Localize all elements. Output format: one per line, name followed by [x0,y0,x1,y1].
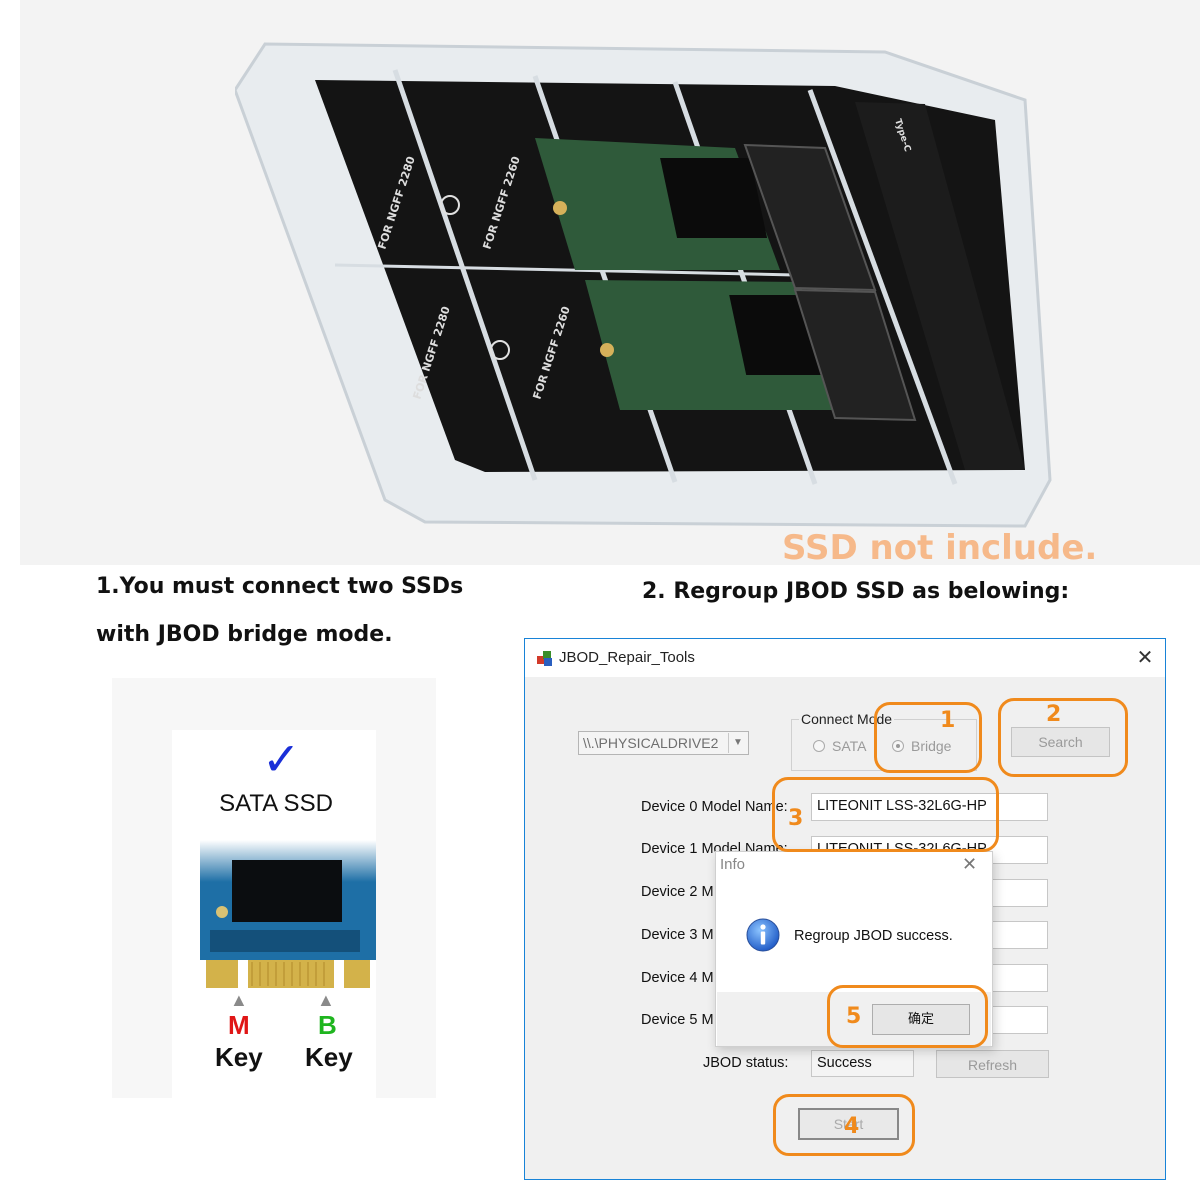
callout-3-number: 3 [788,806,804,831]
device-2-label: Device 2 M [641,884,714,900]
m2-ssd-board-image [200,840,376,988]
callout-1-number: 1 [940,708,956,733]
step2-caption: 2. Regroup JBOD SSD as belowing: [642,579,1070,604]
ok-button[interactable]: 确定 [872,1004,970,1035]
m-key-letter: M [228,1010,250,1040]
step1-caption-line2: with JBOD bridge mode. [96,622,393,647]
sata-ssd-title: SATA SSD [219,790,333,817]
radio-sata-label[interactable]: SATA [832,738,867,754]
b-key-letter: B [318,1010,337,1040]
drive-select[interactable]: \\.\PHYSICALDRIVE2 [578,731,749,755]
device-3-label: Device 3 M [641,927,714,943]
chevron-down-icon[interactable]: ▼ [728,733,747,753]
radio-sata[interactable] [813,740,825,752]
callout-1-frame [874,702,982,773]
search-button[interactable]: Search [1011,727,1110,757]
radio-bridge[interactable] [892,740,904,752]
device-0-label: Device 0 Model Name: [641,799,788,815]
info-icon [746,918,780,952]
m-key-arrow-icon: ▲ [230,990,248,1010]
product-photo: FOR NGFF 2280 FOR NGFF 2260 FOR NGFF 228… [20,0,1200,565]
radio-bridge-label[interactable]: Bridge [911,738,952,754]
jbod-status-field: Success [811,1050,914,1077]
start-button[interactable]: Start [798,1108,899,1140]
callout-4-number: 4 [844,1114,860,1139]
m-key-word: Key [215,1042,263,1072]
ssd-not-included-note: SSD not include. [782,528,1098,568]
checkmark-icon: ✓ [262,732,301,786]
app-icon [537,651,552,666]
callout-2-number: 2 [1046,702,1062,727]
device-5-label: Device 5 M [641,1012,714,1028]
radio-selected-dot [896,744,900,748]
callout-4-frame [773,1094,915,1156]
callout-3-frame [772,777,999,852]
info-dialog-title: Info [720,856,746,873]
jbod-status-label: JBOD status: [703,1055,789,1071]
window-close-icon[interactable]: ✕ [1136,647,1154,669]
ssd-enclosure-image: FOR NGFF 2280 FOR NGFF 2260 FOR NGFF 228… [235,42,1052,528]
b-key-word: Key [305,1042,353,1072]
b-key-arrow-icon: ▲ [317,990,335,1010]
connect-mode-label: Connect Mode [799,711,895,727]
info-dialog: Info ✕ Regroup JBOD success. 确定 [715,851,993,1047]
callout-5-frame [827,985,988,1048]
device-0-field[interactable]: LITEONIT LSS-32L6G-HP [811,793,1048,821]
callout-5-number: 5 [846,1004,862,1029]
device-4-label: Device 4 M [641,970,714,986]
info-close-icon[interactable]: ✕ [962,854,978,874]
window-title: JBOD_Repair_Tools [559,649,695,666]
callout-2-frame [998,698,1128,777]
info-message: Regroup JBOD success. [794,928,953,944]
step1-caption-line1: 1.You must connect two SSDs [96,574,464,599]
window-titlebar[interactable]: JBOD_Repair_Tools ✕ [525,639,1165,677]
refresh-button[interactable]: Refresh [936,1050,1049,1078]
